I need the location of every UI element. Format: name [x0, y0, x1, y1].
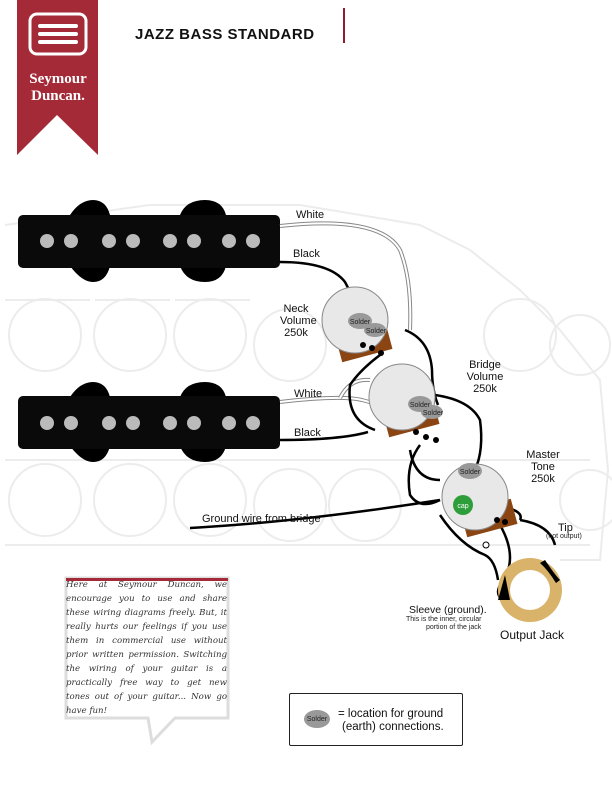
capacitor-icon [453, 495, 473, 515]
page-title: JAZZ BASS STANDARD [135, 26, 315, 43]
legend-solder-label: Solder [307, 716, 328, 723]
legend-box [289, 693, 463, 746]
solder-icon [304, 710, 330, 728]
neck-volume-line-3: 250k [284, 327, 308, 339]
sleeve-label: Sleeve (ground). [409, 604, 487, 616]
bridge-volume-line-2: Volume [466, 371, 504, 383]
master-tone-line-3: 250k [531, 473, 555, 485]
legend-line-2: (earth) connections. [342, 721, 444, 733]
bridge-volume-line-3: 250k [473, 383, 497, 395]
master-tone-line-2: Tone [531, 461, 555, 473]
bridge-volume-pot [368, 363, 443, 443]
legend-text: = location for ground (earth) connection… [338, 708, 444, 734]
tip-label: Tip [558, 522, 573, 534]
neck-white-label: White [296, 209, 325, 221]
title-divider [343, 8, 345, 43]
bridge-black-label: Black [294, 427, 321, 439]
tip-note: (hot output) [546, 533, 582, 540]
neck-volume-line-1: Neck [283, 303, 309, 315]
neck-volume-pot [321, 286, 393, 363]
bridge-white-label: White [294, 388, 323, 400]
brand-ribbon: Seymour Duncan. [17, 0, 98, 155]
sleeve-note-1: This is the inner, circular [406, 616, 482, 623]
solder-label: Solder [366, 328, 387, 335]
brand-name-1: Seymour [29, 71, 87, 87]
solder-label: Solder [410, 402, 431, 409]
brand-name-2: Duncan. [31, 88, 85, 104]
bridge-volume-line-1: Bridge [469, 359, 501, 371]
master-tone-pot [441, 463, 518, 549]
bridge-volume-label: Bridge Volume 250k [466, 359, 504, 395]
solder-label: Solder [423, 410, 444, 417]
ground-wire-label: Ground wire from bridge [202, 513, 321, 525]
bass-body-outline [4, 204, 612, 561]
legend-line-1: = location for ground [338, 708, 444, 720]
neck-volume-label: Neck Volume 250k [280, 303, 317, 339]
cap-label: cap [457, 503, 468, 510]
sleeve-note-2: portion of the jack [426, 624, 482, 631]
solder-label: Solder [350, 319, 371, 326]
neck-volume-line-2: Volume [280, 315, 317, 327]
output-jack-label: Output Jack [500, 628, 565, 642]
neck-black-label: Black [293, 248, 320, 260]
master-tone-line-1: Master [526, 449, 560, 461]
solder-label: Solder [460, 469, 481, 476]
note-bubble [64, 576, 230, 746]
output-jack [498, 558, 562, 622]
bridge-pickup [18, 382, 280, 462]
master-tone-label: Master Tone 250k [526, 449, 560, 485]
logo-icon [28, 12, 88, 56]
neck-pickup [18, 200, 280, 282]
usage-note: Here at Seymour Duncan, we encourage you… [66, 580, 227, 716]
